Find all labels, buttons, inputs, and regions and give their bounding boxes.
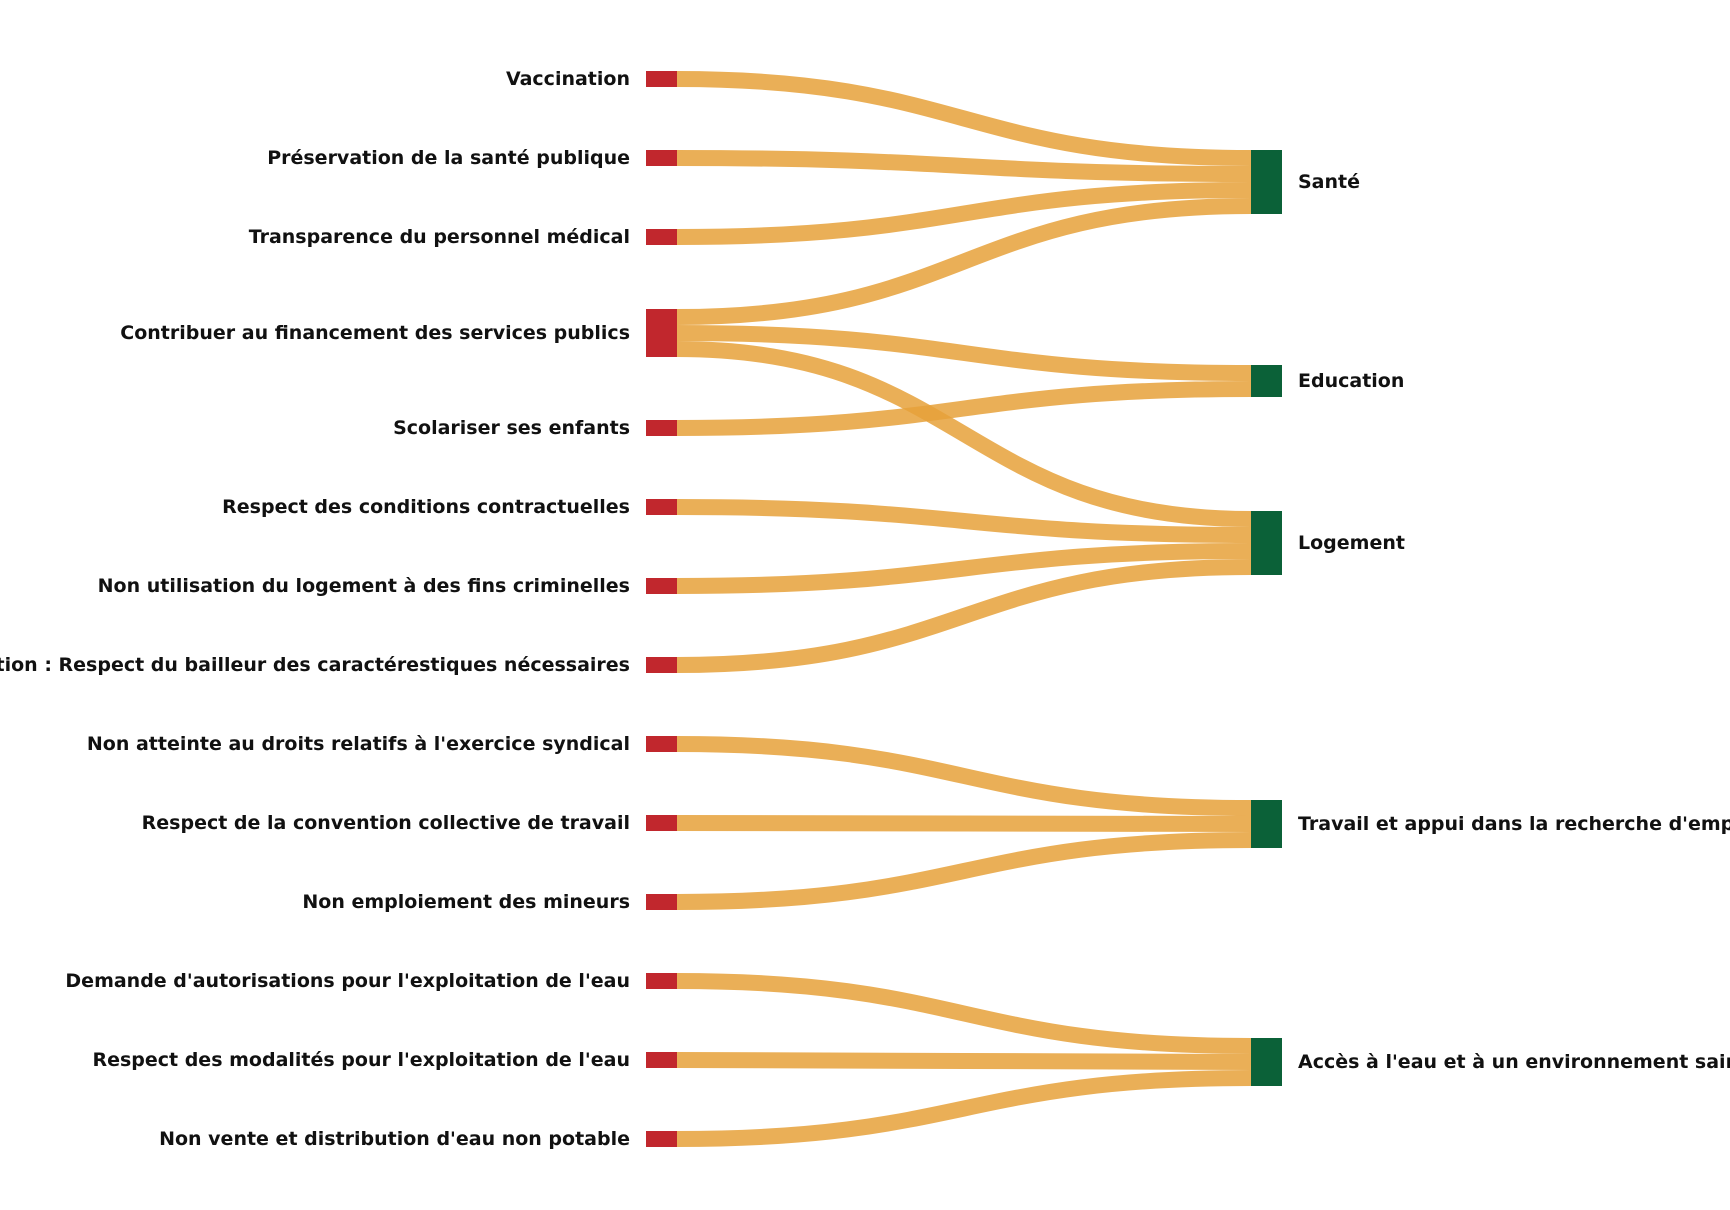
source-label-s8: Location : Respect du bailleur des carac…: [0, 654, 630, 676]
link-s1-t1: [676, 71, 1252, 166]
source-label-s6: Respect des conditions contractuelles: [222, 496, 630, 518]
link-s6-t3: [676, 499, 1252, 543]
source-label-s14: Non vente et distribution d'eau non pota…: [159, 1128, 630, 1150]
target-label-t3: Logement: [1298, 532, 1405, 554]
source-label-s10: Respect de la convention collective de t…: [142, 812, 630, 834]
target-node-t3: [1251, 511, 1282, 575]
source-label-s2: Préservation de la santé publique: [267, 147, 630, 169]
target-label-t4: Travail et appui dans la recherche d'emp…: [1298, 813, 1730, 835]
source-label-s3: Transparence du personnel médical: [249, 226, 630, 248]
source-node-s8: [646, 657, 677, 673]
link-s9-t4: [676, 736, 1252, 816]
source-node-s4: [646, 309, 677, 357]
link-s4-t1: [676, 198, 1252, 325]
source-node-s2: [646, 150, 677, 166]
source-label-s4: Contribuer au financement des services p…: [120, 322, 630, 344]
source-label-s9: Non atteinte au droits relatifs à l'exer…: [87, 733, 630, 755]
source-node-s10: [646, 815, 677, 831]
target-label-t1: Santé: [1298, 171, 1360, 193]
target-node-t2: [1251, 365, 1282, 397]
link-s7-t3: [676, 543, 1252, 594]
link-s12-t5: [676, 973, 1252, 1054]
source-node-s3: [646, 229, 677, 245]
source-node-s1: [646, 71, 677, 87]
links-layer: [676, 71, 1252, 1147]
source-label-s11: Non emploiement des mineurs: [302, 891, 630, 913]
source-label-s7: Non utilisation du logement à des fins c…: [98, 575, 630, 597]
link-s4-t2: [676, 325, 1252, 381]
target-node-t5: [1251, 1038, 1282, 1086]
link-s3-t1: [676, 182, 1252, 245]
link-s14-t5: [676, 1070, 1252, 1147]
source-node-s11: [646, 894, 677, 910]
source-node-s6: [646, 499, 677, 515]
link-s4-t3: [676, 341, 1252, 527]
source-node-s7: [646, 578, 677, 594]
source-label-s12: Demande d'autorisations pour l'exploitat…: [65, 970, 630, 992]
source-label-s5: Scolariser ses enfants: [393, 417, 630, 439]
link-s11-t4: [676, 832, 1252, 910]
source-label-s13: Respect des modalités pour l'exploitatio…: [92, 1049, 630, 1071]
link-s5-t2: [676, 381, 1252, 436]
target-node-t1: [1251, 150, 1282, 214]
target-label-t2: Education: [1298, 370, 1404, 392]
source-node-s9: [646, 736, 677, 752]
link-s8-t3: [676, 559, 1252, 673]
link-s10-t4: [676, 815, 1252, 832]
target-node-t4: [1251, 800, 1282, 848]
link-s2-t1: [676, 150, 1252, 182]
source-label-s1: Vaccination: [506, 68, 630, 90]
link-s13-t5: [676, 1052, 1252, 1070]
source-node-s12: [646, 973, 677, 989]
source-node-s13: [646, 1052, 677, 1068]
source-node-s14: [646, 1131, 677, 1147]
source-node-s5: [646, 420, 677, 436]
target-label-t5: Accès à l'eau et à un environnement sain: [1298, 1051, 1730, 1073]
nodes-layer: [646, 71, 1282, 1147]
